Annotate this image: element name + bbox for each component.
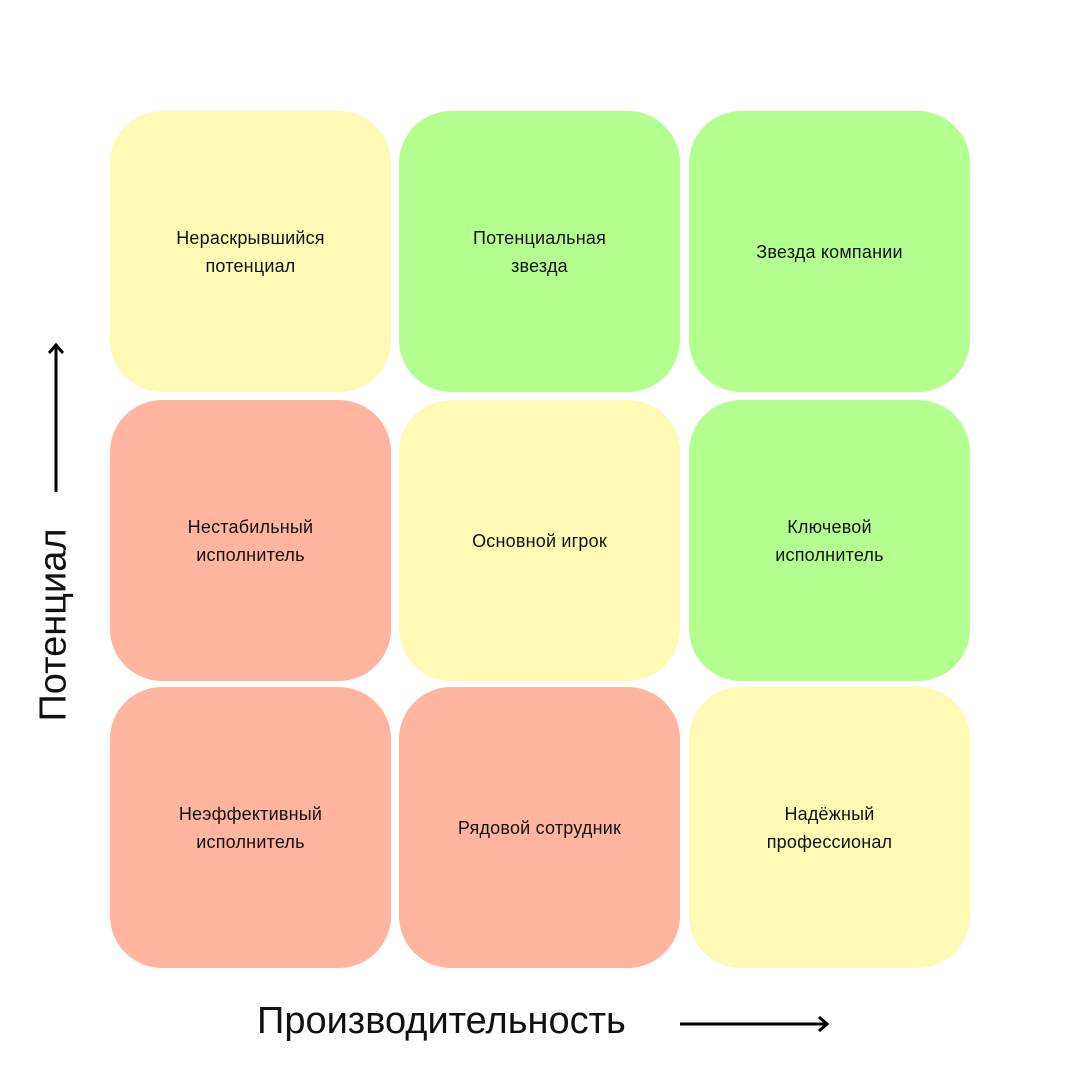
cell-label: Нераскрывшийся потенциал <box>176 227 325 276</box>
cell-unrealized-potential: Нераскрывшийся потенциал <box>110 111 391 392</box>
cell-label: Ключевой исполнитель <box>775 516 884 565</box>
x-axis-arrow-icon <box>680 1015 830 1033</box>
cell-key-performer: Ключевой исполнитель <box>689 400 970 681</box>
cell-potential-star: Потенциальная звезда <box>399 111 680 392</box>
cell-core-player: Основной игрок <box>399 400 680 681</box>
cell-reliable-professional: Надёжный профессионал <box>689 687 970 968</box>
cell-label: Неэффективный исполнитель <box>178 803 323 852</box>
cell-label: Основной игрок <box>472 530 607 551</box>
cell-ordinary-employee: Рядовой сотрудник <box>399 687 680 968</box>
x-axis-label: Производительность <box>257 1000 626 1042</box>
cell-unstable-performer: Нестабильный исполнитель <box>110 400 391 681</box>
y-axis-label: Потенциал <box>32 528 75 722</box>
cell-label: Нестабильный исполнитель <box>187 516 314 565</box>
cell-ineffective-performer: Неэффективный исполнитель <box>110 687 391 968</box>
cell-company-star: Звезда компании <box>689 111 970 392</box>
cell-label: Рядовой сотрудник <box>457 817 622 838</box>
cell-label: Надёжный профессионал <box>766 803 893 852</box>
y-axis-arrow-icon <box>47 342 65 492</box>
cell-label: Звезда компании <box>756 241 903 262</box>
cell-label: Потенциальная звезда <box>472 227 607 276</box>
